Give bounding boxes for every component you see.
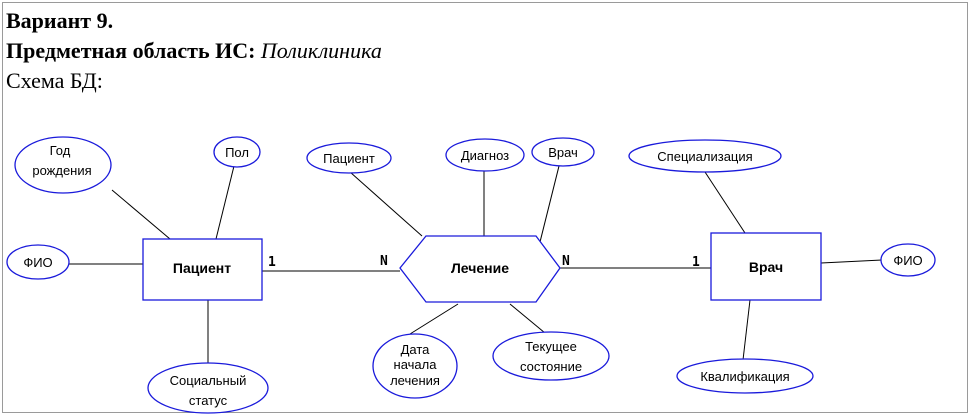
entity-patient-label: Пациент bbox=[173, 260, 231, 276]
attr-specialization-label: Специализация bbox=[657, 149, 752, 164]
attr-birth-year-ellipse bbox=[14, 136, 112, 194]
attr-tr-start-date-line1: Дата bbox=[401, 342, 431, 357]
attr-doctor-fio-label: ФИО bbox=[893, 253, 922, 268]
attr-tr-start-date-line2: начала bbox=[394, 357, 438, 372]
schema-label: Схема БД: bbox=[6, 68, 103, 93]
attr-tr-current-state-ellipse bbox=[492, 331, 610, 381]
relationship-treatment-hexagon bbox=[399, 235, 561, 303]
line-tr-current-state bbox=[509, 303, 546, 334]
card-patient-side: 1 bbox=[268, 255, 276, 270]
domain-value: Поликлиника bbox=[260, 38, 382, 63]
shapes bbox=[6, 136, 936, 414]
attr-qualification-ellipse bbox=[676, 358, 814, 394]
attr-birth-year-line1: Год bbox=[50, 143, 71, 158]
attr-social-status-line1: Социальный bbox=[170, 373, 247, 388]
entity-doctor-label: Врач bbox=[749, 259, 783, 275]
line-qualification bbox=[742, 299, 751, 361]
attr-tr-diagnosis-ellipse bbox=[445, 138, 525, 172]
attr-birth-year-line2: рождения bbox=[32, 163, 91, 178]
attr-tr-patient-label: Пациент bbox=[323, 151, 375, 166]
attr-qualification-label: Квалификация bbox=[700, 369, 789, 384]
attr-social-status-line2: статус bbox=[189, 393, 228, 408]
attr-tr-diagnosis-label: Диагноз bbox=[461, 148, 509, 163]
attr-tr-start-date-line3: лечения bbox=[390, 373, 440, 388]
attr-tr-doctor-ellipse bbox=[531, 137, 595, 167]
connector-lines bbox=[68, 161, 883, 366]
attr-social-status-ellipse bbox=[147, 362, 269, 414]
line-tr-doctor bbox=[539, 161, 561, 243]
attr-patient-fio-label: ФИО bbox=[23, 255, 52, 270]
attr-specialization-ellipse bbox=[628, 139, 782, 173]
entity-patient-box bbox=[142, 238, 263, 301]
domain-label: Предметная область ИС: bbox=[6, 38, 256, 63]
labels: Год рождения Пол ФИО Социальный статус П… bbox=[23, 143, 922, 408]
card-treatment-right: N bbox=[562, 254, 570, 269]
attr-gender-ellipse bbox=[213, 136, 261, 168]
attr-tr-current-state-line1: Текущее bbox=[525, 339, 577, 354]
line-tr-patient bbox=[349, 171, 423, 237]
line-tr-start-date bbox=[409, 303, 459, 335]
line-birth-year bbox=[111, 189, 171, 240]
attr-doctor-fio-ellipse bbox=[880, 243, 936, 277]
attr-tr-current-state-line2: состояние bbox=[520, 359, 582, 374]
variant-title: Вариант 9. bbox=[6, 8, 114, 33]
entity-doctor-box bbox=[710, 232, 822, 301]
card-treatment-left: N bbox=[380, 254, 388, 269]
domain-line: Предметная область ИС: Поликлиника bbox=[6, 38, 382, 64]
line-doctor-fio bbox=[820, 259, 883, 264]
attr-tr-doctor-label: Врач bbox=[548, 145, 578, 160]
attr-patient-fio-ellipse bbox=[6, 244, 70, 280]
attr-gender-label: Пол bbox=[225, 145, 249, 160]
line-gender bbox=[215, 165, 235, 240]
attr-tr-patient-ellipse bbox=[306, 142, 392, 174]
card-doctor-side: 1 bbox=[692, 255, 700, 270]
line-specialization bbox=[704, 171, 746, 234]
attr-tr-start-date-ellipse bbox=[372, 333, 458, 399]
figure-frame bbox=[2, 2, 968, 413]
relationship-treatment-label: Лечение bbox=[451, 260, 509, 276]
